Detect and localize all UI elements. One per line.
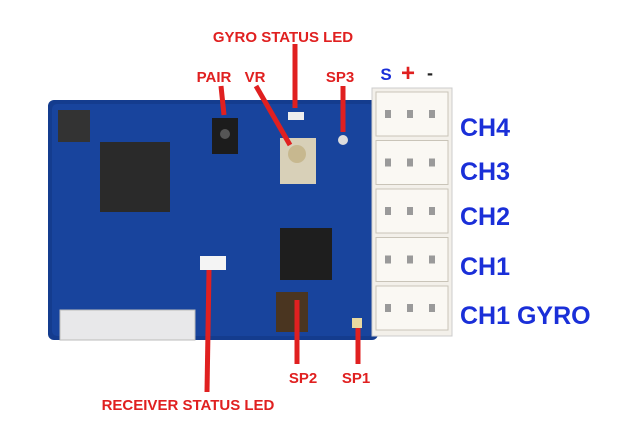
mcu-chip (280, 228, 332, 280)
connector-pin (429, 207, 435, 215)
annotation-arrows (204, 44, 361, 393)
vr-label: VR (245, 69, 266, 86)
channel-label-ch4: CH4 (460, 114, 510, 142)
sp3-label: SP3 (326, 69, 354, 86)
rf-chip (100, 142, 170, 212)
crystal (58, 110, 90, 142)
connector-pin (429, 255, 435, 264)
connector-pin (385, 110, 391, 118)
connector-pin (407, 110, 413, 118)
connector-pin (407, 207, 413, 215)
connector-pin (385, 304, 391, 312)
pair-label: PAIR (197, 69, 232, 86)
gyro-status-led-label: GYRO STATUS LED (213, 29, 353, 46)
connector-pin (407, 255, 413, 264)
channel-label-ch1-gyro: CH1 GYRO (460, 302, 591, 330)
receiver-led (200, 256, 226, 270)
sp2-pad (276, 292, 308, 332)
connector-pin (429, 110, 435, 118)
connector-pin (385, 158, 391, 167)
sp2-label: SP2 (289, 370, 317, 387)
channel-label-ch2: CH2 (460, 203, 510, 231)
servo-connectors (371, 87, 453, 337)
pin-minus-label: - (427, 63, 433, 83)
connector-pin (429, 304, 435, 312)
sp1-pad (352, 318, 362, 328)
pin-plus-label: + (401, 60, 415, 87)
pcb-board (48, 100, 378, 341)
connector-pin (407, 304, 413, 312)
antenna-sticker (59, 309, 196, 341)
sp1-label: SP1 (342, 370, 370, 387)
pin-signal-label: S (380, 65, 391, 84)
sp3-pad (338, 135, 348, 145)
connector-pin (385, 255, 391, 264)
connector-pin (407, 158, 413, 167)
channel-label-ch3: CH3 (460, 158, 510, 186)
connector-pin (385, 207, 391, 215)
receiver-status-led-label: RECEIVER STATUS LED (102, 397, 275, 414)
gyro-led (288, 112, 304, 120)
connector-pin (429, 158, 435, 167)
channel-label-ch1: CH1 (460, 253, 510, 281)
